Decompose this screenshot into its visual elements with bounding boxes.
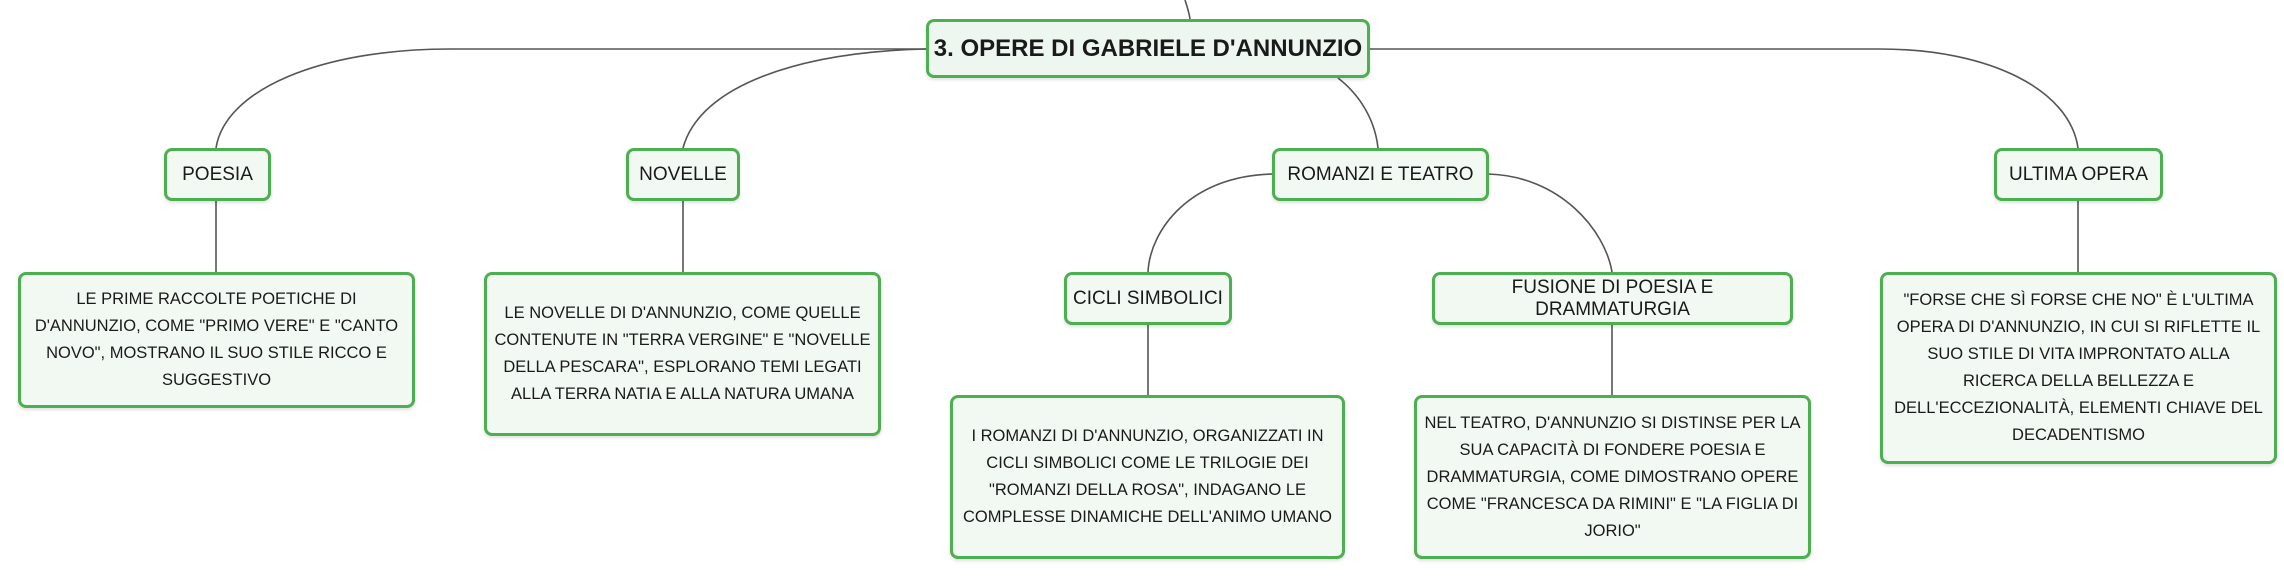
detail-cicli-text: I ROMANZI DI D'ANNUNZIO, ORGANIZZATI IN … bbox=[963, 427, 1332, 526]
subtopic-cicli-simbolici[interactable]: CICLI SIMBOLICI bbox=[1064, 272, 1232, 325]
topic-poesia[interactable]: POESIA bbox=[164, 148, 271, 201]
topic-romanzi-teatro[interactable]: ROMANZI E TEATRO bbox=[1272, 148, 1489, 201]
topic-novelle-label: NOVELLE bbox=[639, 163, 727, 185]
topic-novelle[interactable]: NOVELLE bbox=[626, 148, 740, 201]
topic-ultima-opera[interactable]: ULTIMA OPERA bbox=[1994, 148, 2163, 201]
subtopic-fusione-label: FUSIONE DI POESIA E DRAMMATURGIA bbox=[1511, 276, 1714, 320]
subtopic-cicli-label: CICLI SIMBOLICI bbox=[1073, 287, 1223, 309]
detail-poesia[interactable]: LE PRIME RACCOLTE POETICHE DI D'ANNUNZIO… bbox=[18, 272, 415, 408]
detail-cicli[interactable]: I ROMANZI DI D'ANNUNZIO, ORGANIZZATI IN … bbox=[950, 395, 1345, 559]
root-label: 3. OPERE DI GABRIELE D'ANNUNZIO bbox=[933, 34, 1363, 62]
detail-ultima-text: "FORSE CHE SÌ FORSE CHE NO" È L'ULTIMA O… bbox=[1894, 291, 2263, 444]
detail-novelle-text: LE NOVELLE DI D'ANNUNZIO, COME QUELLE CO… bbox=[494, 304, 871, 403]
detail-novelle[interactable]: LE NOVELLE DI D'ANNUNZIO, COME QUELLE CO… bbox=[484, 272, 881, 436]
topic-romanzi-label: ROMANZI E TEATRO bbox=[1287, 163, 1474, 185]
topic-poesia-label: POESIA bbox=[182, 163, 253, 185]
connector-root-ultima bbox=[1370, 48, 2079, 149]
root-node[interactable]: 3. OPERE DI GABRIELE D'ANNUNZIO bbox=[926, 19, 1370, 78]
detail-ultima[interactable]: "FORSE CHE SÌ FORSE CHE NO" È L'ULTIMA O… bbox=[1880, 272, 2277, 464]
connector-romanzi-fusione bbox=[1487, 173, 1613, 273]
topic-ultima-label: ULTIMA OPERA bbox=[2008, 163, 2148, 185]
detail-fusione-text: NEL TEATRO, D'ANNUNZIO SI DISTINSE PER L… bbox=[1424, 413, 1801, 540]
connector-root-poesia bbox=[215, 48, 926, 149]
detail-poesia-text: LE PRIME RACCOLTE POETICHE DI D'ANNUNZIO… bbox=[34, 290, 399, 389]
connector-root-parent bbox=[1184, 0, 1191, 20]
connector-romanzi-cicli bbox=[1147, 173, 1273, 273]
subtopic-fusione[interactable]: FUSIONE DI POESIA E DRAMMATURGIA bbox=[1432, 272, 1793, 325]
detail-fusione[interactable]: NEL TEATRO, D'ANNUNZIO SI DISTINSE PER L… bbox=[1414, 395, 1811, 559]
connector-root-romanzi bbox=[1337, 77, 1379, 149]
connector-root-novelle bbox=[682, 48, 927, 149]
